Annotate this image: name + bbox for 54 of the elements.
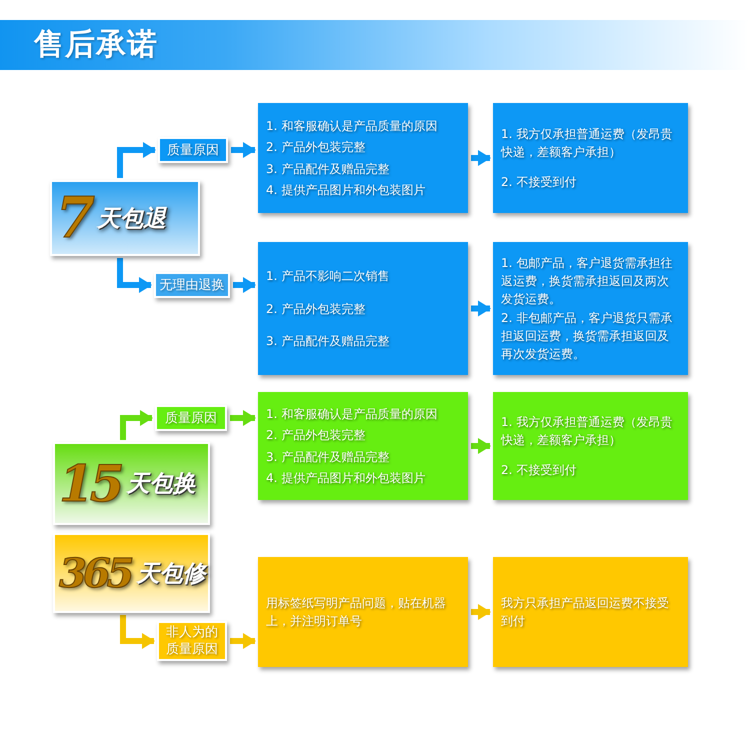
list-item: 3. 产品配件及赠品完整 [266, 160, 390, 178]
list-item: 3. 产品配件及赠品完整 [266, 448, 390, 466]
label-text: 非人为的质量原因 [165, 624, 219, 658]
list-item: 2. 非包邮产品，客户退货只需承担返回运费，换货需承担返回及再次发货运费。 [501, 310, 674, 364]
condition-label [154, 272, 230, 298]
arrow [233, 277, 256, 293]
list-item: 1. 和客服确认是产品质量的原因 [266, 406, 438, 424]
arrow [230, 410, 256, 426]
badge-panel [50, 180, 200, 256]
process-box [493, 557, 688, 667]
list-item: 2. 产品外包装完整 [266, 427, 366, 444]
badge-number: 365 [59, 550, 130, 596]
list-item: 4. 提供产品图片和外包装图片 [266, 182, 426, 200]
label-text: 无理由退换 [160, 276, 224, 294]
condition-label [157, 621, 227, 661]
list-item: 4. 提供产品图片和外包装图片 [266, 470, 426, 487]
arrow [471, 604, 491, 620]
process-box [493, 103, 688, 213]
list-item: 1. 产品不影响二次销售 [266, 268, 390, 285]
badge-panel [53, 442, 210, 525]
badge-text: 天包换 [126, 470, 196, 499]
arrow [471, 438, 491, 454]
list-item: 用标签纸写明产品问题，贴在机器上，并注明订单号 [266, 595, 447, 630]
list-item: 1. 包邮产品，客户退货需承担往返运费，换货需承担返回及两次发货运费。 [501, 254, 674, 308]
condition-label [155, 405, 227, 431]
badge-text: 天包修 [136, 560, 206, 588]
arrow [231, 142, 256, 158]
title: 售后承诺 [34, 26, 158, 64]
list-item: 2. 产品外包装完整 [266, 300, 366, 318]
list-item: 2. 不接受到付 [501, 462, 578, 479]
process-box [493, 392, 688, 500]
process-box [258, 392, 468, 500]
badge-number: 7 [56, 185, 91, 251]
list-item: 1. 和客服确认是产品质量的原因 [266, 118, 438, 135]
process-box [493, 242, 688, 375]
condition-label [158, 137, 228, 163]
list-item: 2. 产品外包装完整 [266, 139, 366, 156]
arrow [471, 300, 491, 316]
label-text: 质量原因 [167, 142, 219, 158]
process-box [258, 103, 468, 213]
list-item: 1. 我方仅承担普通运费（发昂贵快递，差额客户承担） [501, 414, 674, 450]
list-item: 我方只承担产品返回运费不接受到付 [501, 595, 670, 630]
label-text: 质量原因 [165, 410, 217, 426]
process-box [258, 242, 468, 375]
list-item: 1. 我方仅承担普通运费（发昂贵快递，差额客户承担） [501, 126, 674, 161]
badge-text: 天包退 [96, 204, 166, 234]
badge-number: 15 [59, 454, 121, 513]
badge-panel [53, 533, 210, 613]
arrow [120, 410, 153, 440]
list-item: 2. 不接受到付 [501, 174, 578, 191]
process-box [258, 557, 468, 667]
arrow [471, 150, 491, 166]
arrow [230, 633, 256, 649]
list-item: 3. 产品配件及赠品完整 [266, 333, 390, 350]
